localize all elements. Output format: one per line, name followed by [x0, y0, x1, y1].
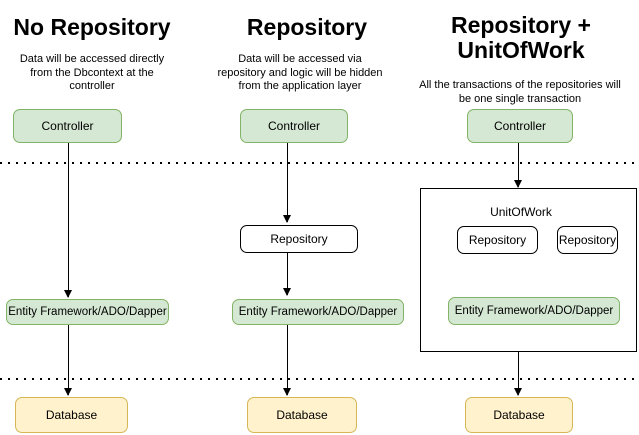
controller-box: Controller [240, 109, 348, 143]
repository-box-left: Repository [457, 226, 538, 254]
repository-label: Repository [270, 232, 328, 246]
database-label: Database [45, 408, 98, 422]
arrow-framework-to-database [282, 325, 291, 396]
arrow-controller-to-repository [282, 143, 291, 223]
layer-separator-bottom [0, 378, 639, 380]
repository-box-right: Repository [557, 226, 618, 254]
entity-framework-box: Entity Framework/ADO/Dapper [6, 299, 169, 325]
arrow-repository-to-framework [282, 253, 291, 296]
repository-label: Repository [468, 233, 527, 247]
column-description: Data will be accessed via repository and… [217, 53, 383, 92]
arrow-controller-to-unitofwork [513, 143, 522, 188]
database-box: Database [247, 397, 357, 433]
database-box: Database [465, 397, 573, 433]
column-title: Repository [246, 14, 368, 40]
unitofwork-label: UnitOfWork [490, 205, 552, 219]
arrow-controller-to-framework [63, 143, 72, 298]
database-label: Database [276, 408, 328, 422]
controller-label: Controller [41, 119, 94, 133]
entity-framework-label: Entity Framework/ADO/Dapper [8, 306, 167, 318]
column-description: Data will be accessed directly from the … [19, 53, 165, 92]
entity-framework-label: Entity Framework/ADO/Dapper [454, 305, 614, 317]
database-label: Database [493, 408, 545, 422]
database-box: Database [15, 397, 128, 433]
repository-label: Repository [558, 233, 617, 247]
entity-framework-label: Entity Framework/ADO/Dapper [238, 306, 398, 318]
column-description: All the transactions of the repositories… [419, 79, 621, 105]
column-title: No Repository [13, 14, 171, 40]
repository-box: Repository [240, 225, 358, 253]
controller-box: Controller [13, 109, 122, 143]
controller-label: Controller [267, 119, 321, 133]
controller-label: Controller [493, 119, 547, 133]
controller-box: Controller [467, 109, 573, 143]
arrow-unitofwork-to-database [513, 352, 522, 396]
column-title: Repository + UnitOfWork [451, 12, 591, 63]
arrow-framework-to-database [63, 325, 72, 396]
entity-framework-box: Entity Framework/ADO/Dapper [448, 297, 620, 325]
entity-framework-box: Entity Framework/ADO/Dapper [232, 299, 404, 325]
layer-separator-top [0, 162, 639, 164]
